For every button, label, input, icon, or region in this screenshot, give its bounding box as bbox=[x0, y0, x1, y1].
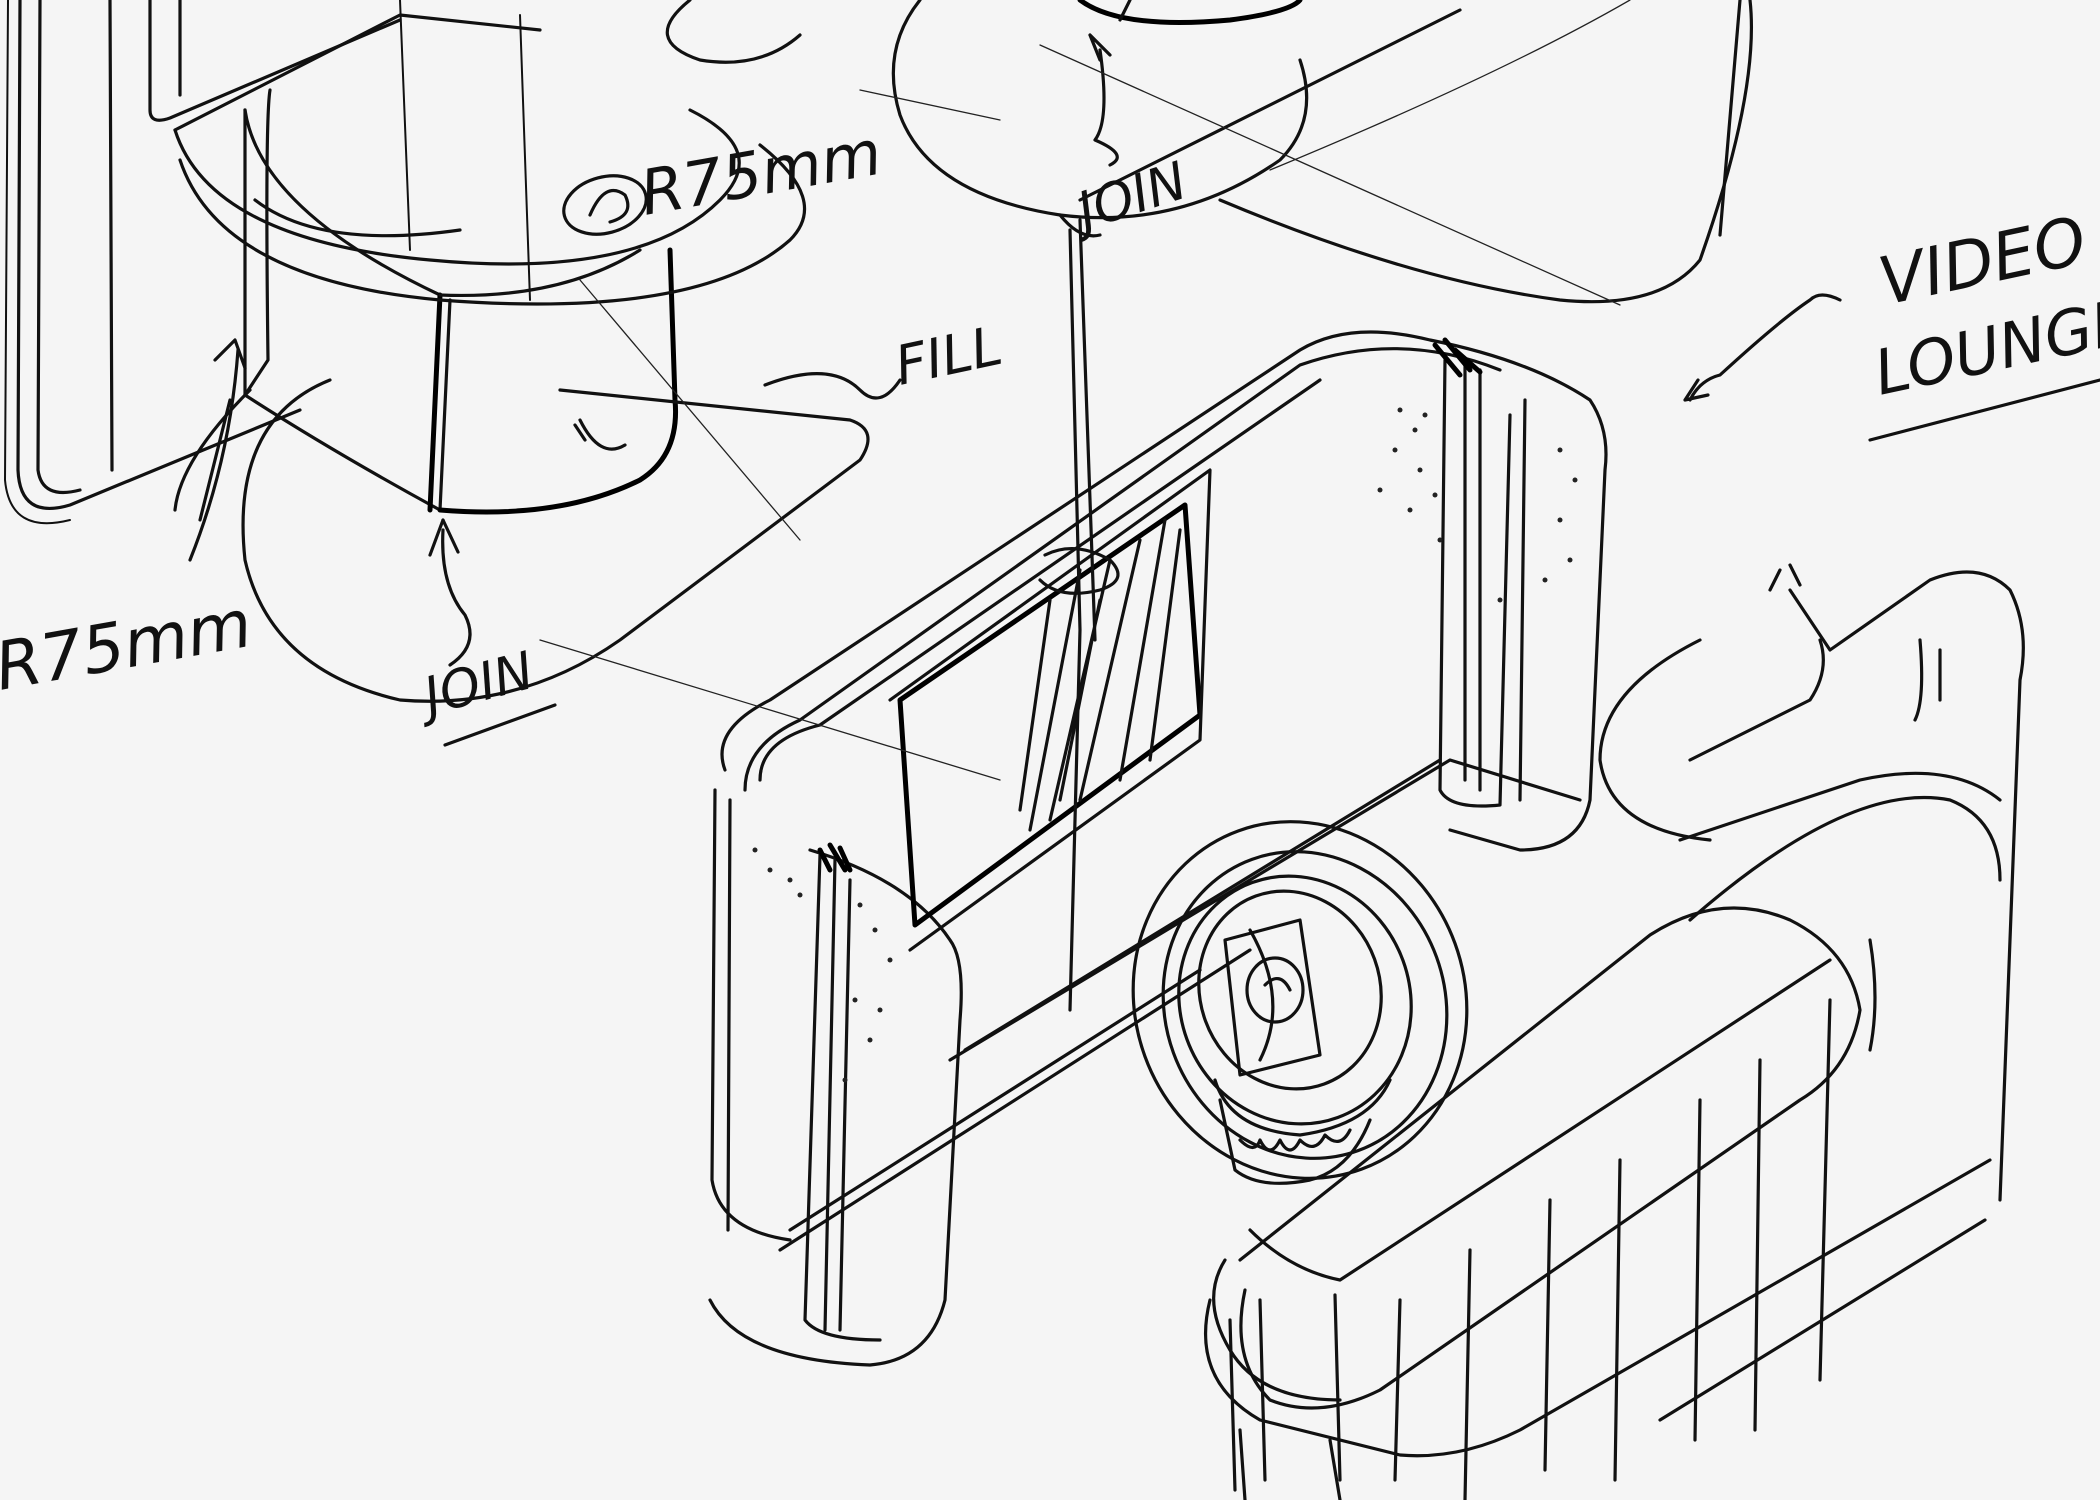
radius-label-left: R75mm bbox=[0, 585, 257, 706]
plinth-outline bbox=[173, 378, 870, 703]
sofa bbox=[1203, 563, 2025, 1500]
radius-label-top: R75mm bbox=[635, 116, 887, 230]
construction-lines bbox=[539, 44, 1621, 781]
lounge-back-panel bbox=[1078, 0, 1753, 304]
stipple-texture bbox=[752, 407, 1578, 1083]
media-wall-unit bbox=[708, 330, 1608, 1367]
title-callout: VIDEO LOUNGE bbox=[1683, 202, 2100, 442]
side-table bbox=[1131, 820, 1469, 1185]
join-callout-bottom: JOIN bbox=[409, 518, 557, 747]
fill-callout: FILL bbox=[763, 314, 1008, 400]
radius-callout-top: R75mm bbox=[562, 116, 887, 236]
wall-panel-left bbox=[4, 0, 402, 525]
tv-screen bbox=[888, 218, 1212, 1012]
cabinet-sketch bbox=[173, 0, 807, 515]
fill-label: FILL bbox=[890, 314, 1008, 398]
